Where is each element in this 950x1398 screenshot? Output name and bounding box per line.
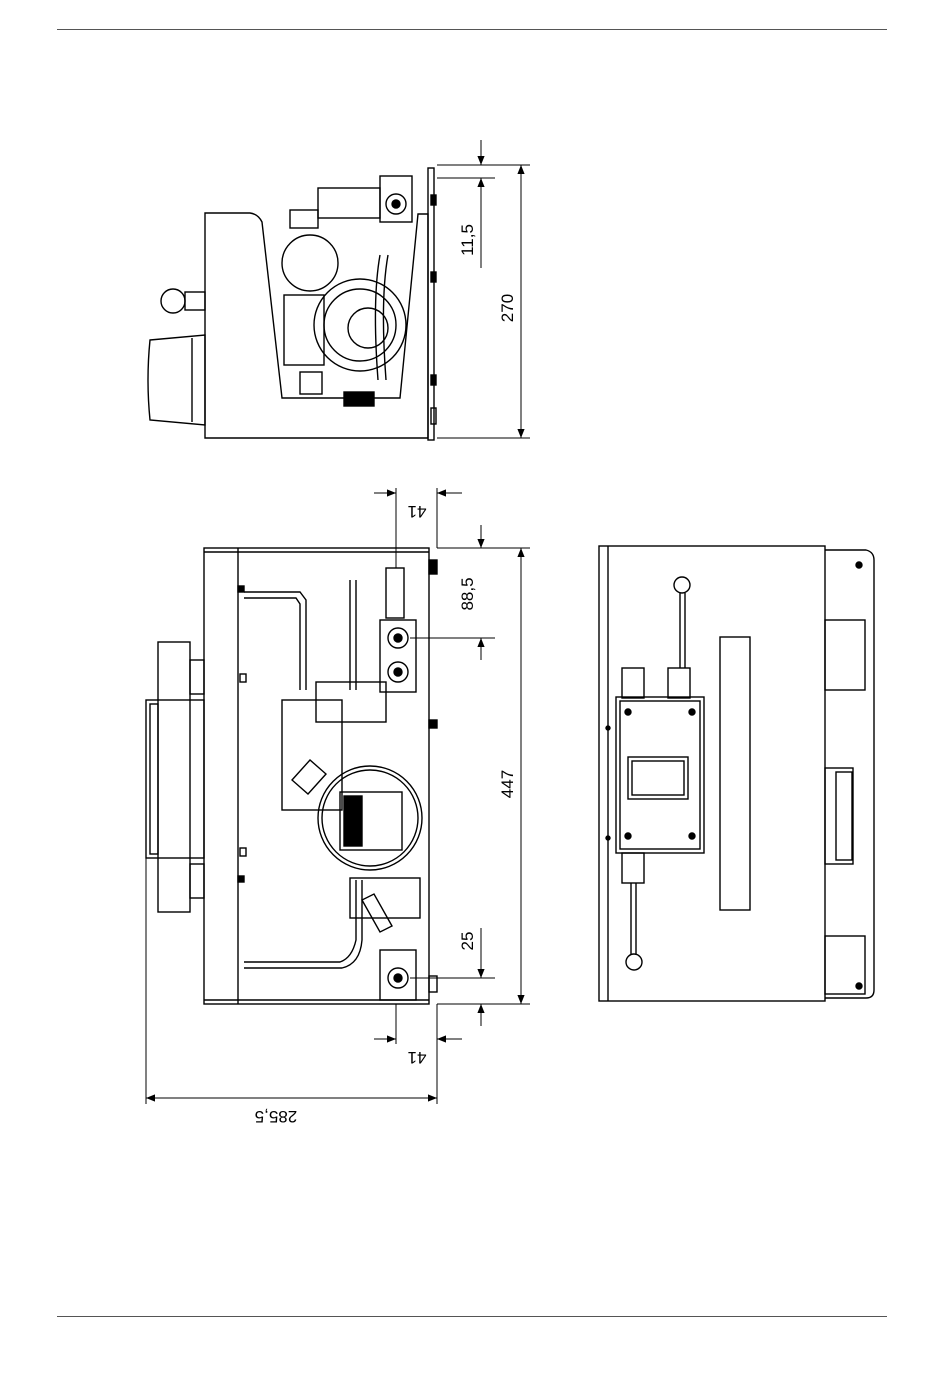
dim-total-height: 270 xyxy=(498,294,517,322)
front-view xyxy=(599,546,874,1001)
dim-total-depth: 285,5 xyxy=(255,1107,298,1126)
dim-bottom-valve-offset: 25 xyxy=(458,932,477,951)
dim-top-valve-offset: 88,5 xyxy=(458,577,477,610)
plan-view xyxy=(146,548,437,1004)
dim-pipe-offset-bottom: 41 xyxy=(408,1048,427,1067)
dim-pipe-offset-top: 41 xyxy=(408,502,427,521)
side-view xyxy=(148,168,436,440)
dim-total-length: 447 xyxy=(498,770,517,798)
dimension-lines-side xyxy=(437,140,530,438)
dim-top-offset: 11,5 xyxy=(458,224,477,256)
